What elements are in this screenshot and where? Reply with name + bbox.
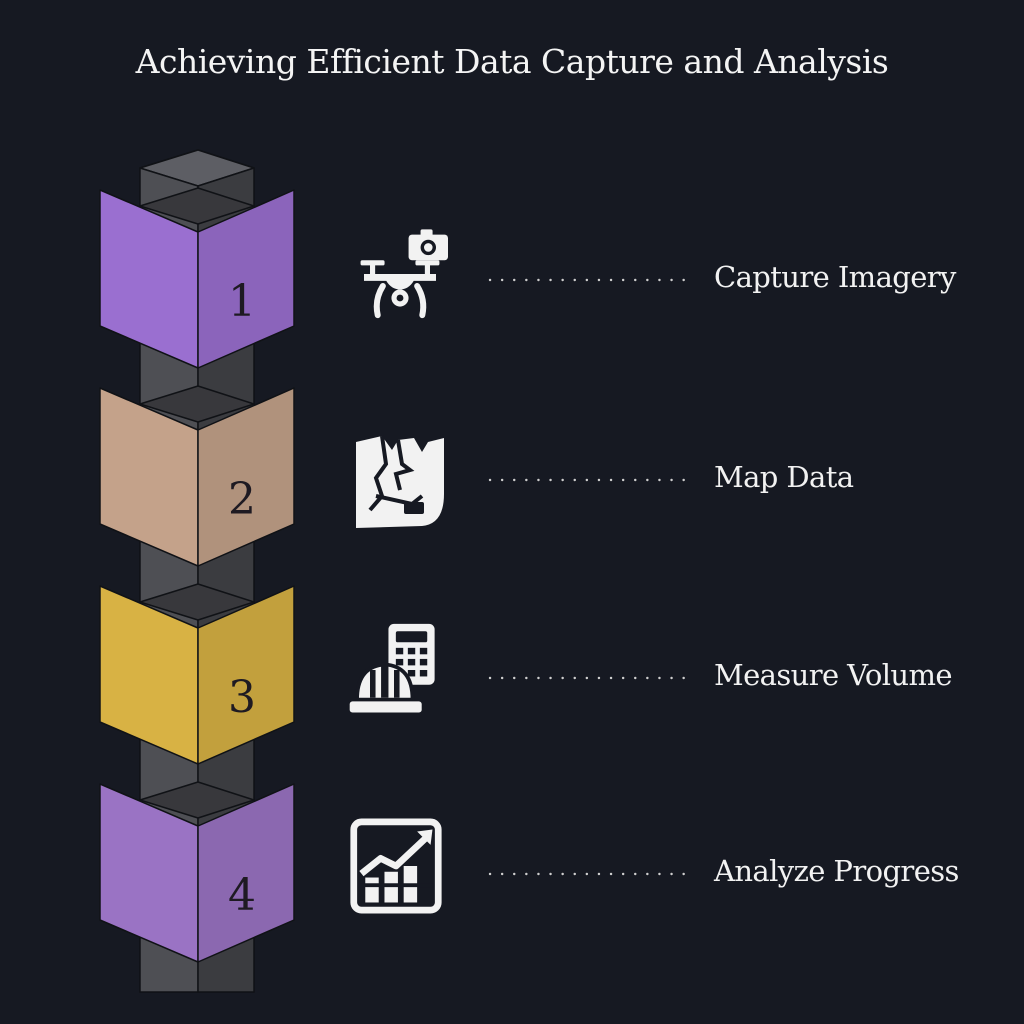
- growth-chart-icon: [350, 818, 442, 914]
- block-3-opening: [139, 583, 255, 621]
- block-4-opening: [139, 781, 255, 819]
- hardhat-calculator-icon: [349, 623, 435, 713]
- block-1-opening: [139, 187, 255, 225]
- dotted-connector-4: [488, 872, 688, 876]
- block-2-right-face: [197, 387, 295, 567]
- step-label-map-data: Map Data: [714, 460, 854, 494]
- block-3-right-face: [197, 585, 295, 765]
- block-1-right-face: [197, 189, 295, 369]
- step-label-measure-volume: Measure Volume: [714, 658, 953, 692]
- block-number-4: 4: [228, 870, 256, 921]
- block-number-1: 1: [228, 276, 256, 327]
- drone-camera-icon: [360, 229, 448, 319]
- dotted-connector-2: [488, 478, 688, 482]
- block-4-right-face: [197, 783, 295, 963]
- step-label-analyze-progress: Analyze Progress: [714, 854, 959, 888]
- block-2-opening: [139, 385, 255, 423]
- page-title: Achieving Efficient Data Capture and Ana…: [135, 42, 889, 81]
- block-number-3: 3: [228, 672, 256, 723]
- dotted-connector-1: [488, 278, 688, 282]
- block-number-2: 2: [228, 474, 256, 525]
- step-label-capture-imagery: Capture Imagery: [714, 260, 956, 294]
- map-icon: [356, 435, 444, 528]
- dotted-connector-3: [488, 676, 688, 680]
